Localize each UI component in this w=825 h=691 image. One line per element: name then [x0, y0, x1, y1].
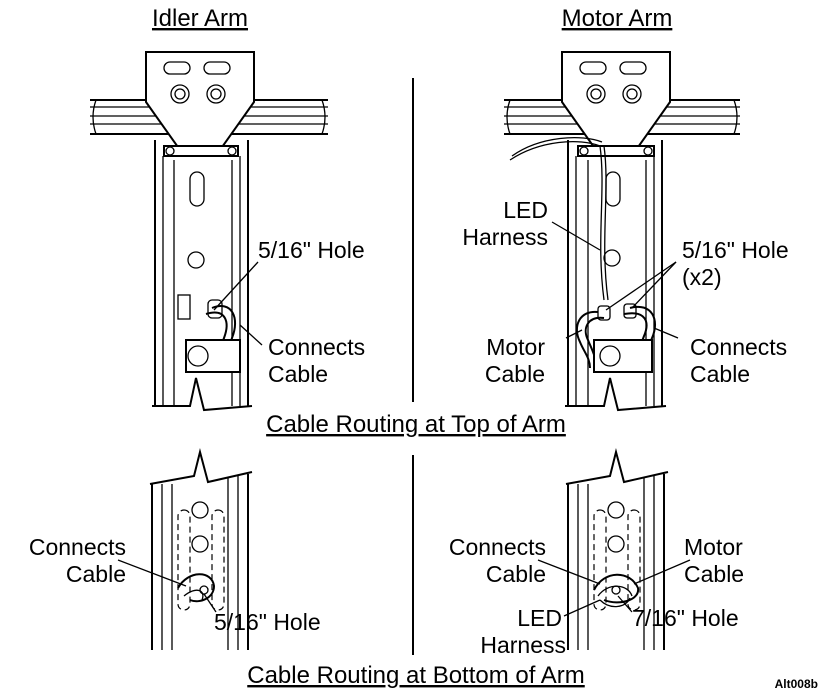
idler-arm-top-drawing: [90, 51, 328, 412]
top-right-led-label-1: LED: [503, 197, 548, 223]
top-right-connects-label-1: Connects: [690, 334, 787, 360]
top-right-motor-label-1: Motor: [486, 334, 545, 360]
top-left-connects-label-2: Cable: [268, 361, 328, 387]
bottom-caption: Cable Routing at Bottom of Arm: [247, 662, 585, 689]
top-caption: Cable Routing at Top of Arm: [266, 411, 566, 438]
top-right-connects-label-2: Cable: [690, 361, 750, 387]
top-right-hole-label-2: (x2): [682, 264, 722, 290]
bottom-left-hole-label: 5/16" Hole: [214, 609, 321, 635]
top-right-motor-label-2: Cable: [485, 361, 545, 387]
top-left-hole-label: 5/16" Hole: [258, 237, 365, 263]
motor-arm-top-drawing: [504, 51, 740, 412]
bottom-right-led-label-1: LED: [517, 605, 562, 631]
bottom-right-motor-label-1: Motor: [684, 534, 743, 560]
top-left-connects-label-1: Connects: [268, 334, 365, 360]
top-right-hole-label-1: 5/16" Hole: [682, 237, 789, 263]
bottom-left-connects-label-1: Connects: [29, 534, 126, 560]
motor-arm-bottom-drawing: [537, 448, 691, 650]
bottom-right-connects-label-2: Cable: [486, 561, 546, 587]
motor-arm-title: Motor Arm: [562, 5, 673, 32]
bottom-left-connects-label-2: Cable: [66, 561, 126, 587]
idler-arm-bottom-drawing: [117, 448, 253, 650]
bottom-right-motor-label-2: Cable: [684, 561, 744, 587]
bottom-right-hole-label: 7/16" Hole: [632, 605, 739, 631]
top-right-led-label-2: Harness: [462, 224, 548, 250]
figure-id: Alt008b: [775, 677, 818, 691]
idler-arm-title: Idler Arm: [152, 5, 248, 32]
bottom-right-led-label-2: Harness: [480, 632, 566, 658]
bottom-right-connects-label-1: Connects: [449, 534, 546, 560]
